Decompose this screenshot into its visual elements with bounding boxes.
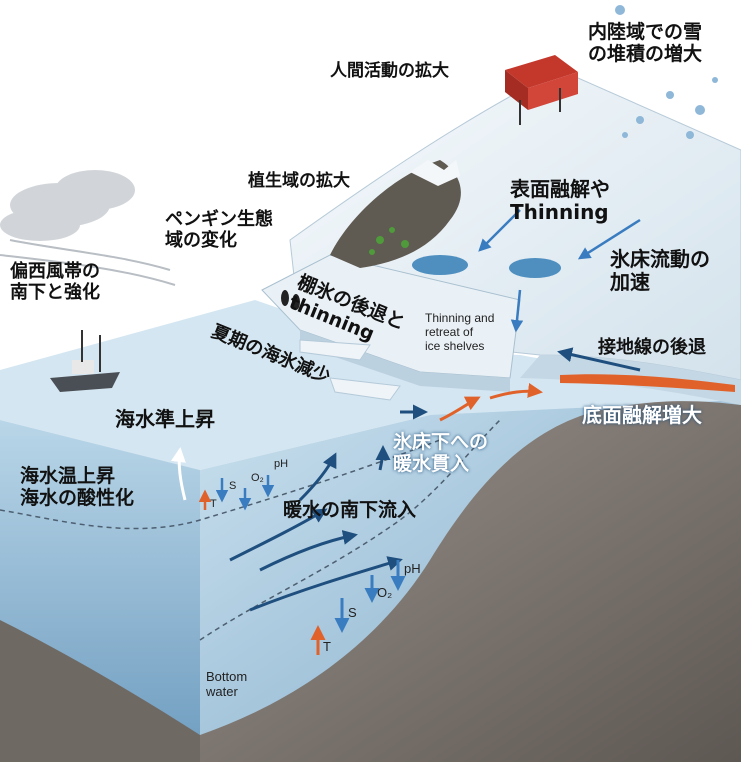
snowflakes <box>615 5 718 139</box>
label-ice-flow: 氷床流動の 加速 <box>610 247 710 294</box>
rock-outcrop <box>330 160 461 268</box>
grounding-line-arrow <box>557 347 641 372</box>
isoline <box>0 439 441 530</box>
upwelling-arrow <box>170 447 187 501</box>
ice-flow-arrows <box>478 209 641 333</box>
label-bottom-water: Bottom water <box>206 669 248 699</box>
wind-streaks <box>0 239 176 286</box>
basal-melt-band <box>560 374 735 392</box>
label-basal-melt: 底面融解増大 <box>582 403 702 427</box>
warm-water-arrows <box>229 404 428 612</box>
label-s-upper: S <box>229 480 237 492</box>
label-penguin: ペンギン生態 域の変化 <box>165 209 273 251</box>
label-westerlies: 偏西風帯の 南下と強化 <box>10 261 100 303</box>
ice-shelf-edge <box>300 330 510 392</box>
sea-ice-floes <box>299 339 401 401</box>
label-thinning-en: Thinning and retreat of ice shelves <box>425 311 495 353</box>
label-grounding-line: 接地線の後退 <box>598 337 706 358</box>
melt-pond-1 <box>412 255 468 275</box>
cloud <box>0 170 135 241</box>
penguins <box>281 290 300 310</box>
label-human-activity: 人間活動の拡大 <box>330 61 449 81</box>
label-warming-acid: 海水温上昇 海水の酸性化 <box>20 465 135 509</box>
label-o2-lower: O₂ <box>377 585 393 600</box>
bedrock <box>200 401 741 762</box>
label-warm-intrusion: 氷床下への 暖水貫入 <box>393 431 489 475</box>
label-upwelling: 海水準上昇 <box>115 407 215 431</box>
label-inland-snow: 内陸域での雪 の堆積の増大 <box>588 21 703 65</box>
vegetation-patches <box>369 227 409 255</box>
snow-cap <box>410 160 460 186</box>
label-o2-upper: O₂ <box>251 472 264 484</box>
isoline-2 <box>199 419 501 641</box>
label-s-lower: S <box>348 605 357 620</box>
label-t-lower: T <box>323 639 331 654</box>
bedrock-front <box>0 620 200 762</box>
label-t-upper: T <box>210 498 217 510</box>
research-station <box>505 55 578 125</box>
label-vegetation: 植生域の拡大 <box>248 171 350 191</box>
label-ph-lower: pH <box>404 561 421 576</box>
fishing-boat <box>50 330 120 392</box>
label-warm-inflow: 暖水の南下流入 <box>283 499 417 521</box>
melt-pond-2 <box>509 258 561 278</box>
label-surface-melt: 表面融解や Thinning <box>510 177 610 224</box>
label-ph-upper: pH <box>274 458 289 470</box>
intrusion-arrows <box>439 382 543 422</box>
